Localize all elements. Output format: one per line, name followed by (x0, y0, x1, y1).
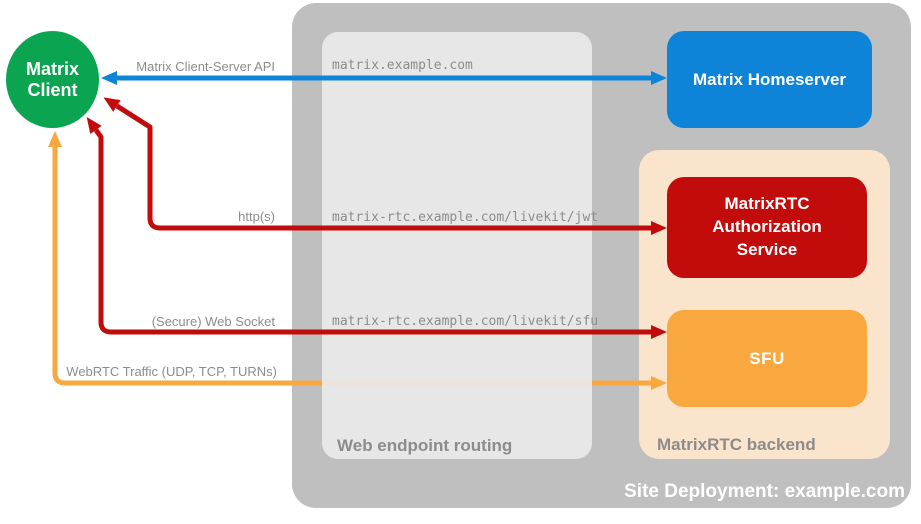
matrix-client-label: Matrix Client (25, 58, 79, 100)
matrixrtc-authorization-service-node: MatrixRTC Authorization Service (667, 177, 867, 278)
matrixrtc-backend-label: MatrixRTC backend (657, 435, 816, 454)
webrtc-traffic-arrow-label: WebRTC Traffic (UDP, TCP, TURNs) (66, 364, 277, 379)
client-server-api-arrow-label: Matrix Client-Server API (136, 59, 275, 74)
endpoint-matrix-example-com: matrix.example.com (332, 58, 473, 73)
matrix-homeserver-label: Matrix Homeserver (692, 69, 847, 89)
site-deployment-title: Site Deployment: example.com (624, 481, 905, 502)
matrix-client-node: Matrix Client (6, 31, 99, 128)
web-endpoint-routing-label: Web endpoint routing (337, 436, 513, 455)
endpoint-livekit-sfu: matrix-rtc.example.com/livekit/sfu (332, 314, 599, 329)
matrix-homeserver-node: Matrix Homeserver (667, 31, 872, 128)
matrixrtc-authorization-service-label: MatrixRTC Authorization Service (712, 194, 822, 259)
https-arrow-label: http(s) (238, 209, 275, 224)
sfu-node: SFU (667, 310, 867, 407)
endpoint-livekit-jwt: matrix-rtc.example.com/livekit/jwt (332, 210, 599, 225)
sfu-label: SFU (749, 348, 785, 368)
web-endpoint-routing-container (322, 32, 592, 459)
secure-web-socket-arrow-label: (Secure) Web Socket (151, 314, 275, 329)
